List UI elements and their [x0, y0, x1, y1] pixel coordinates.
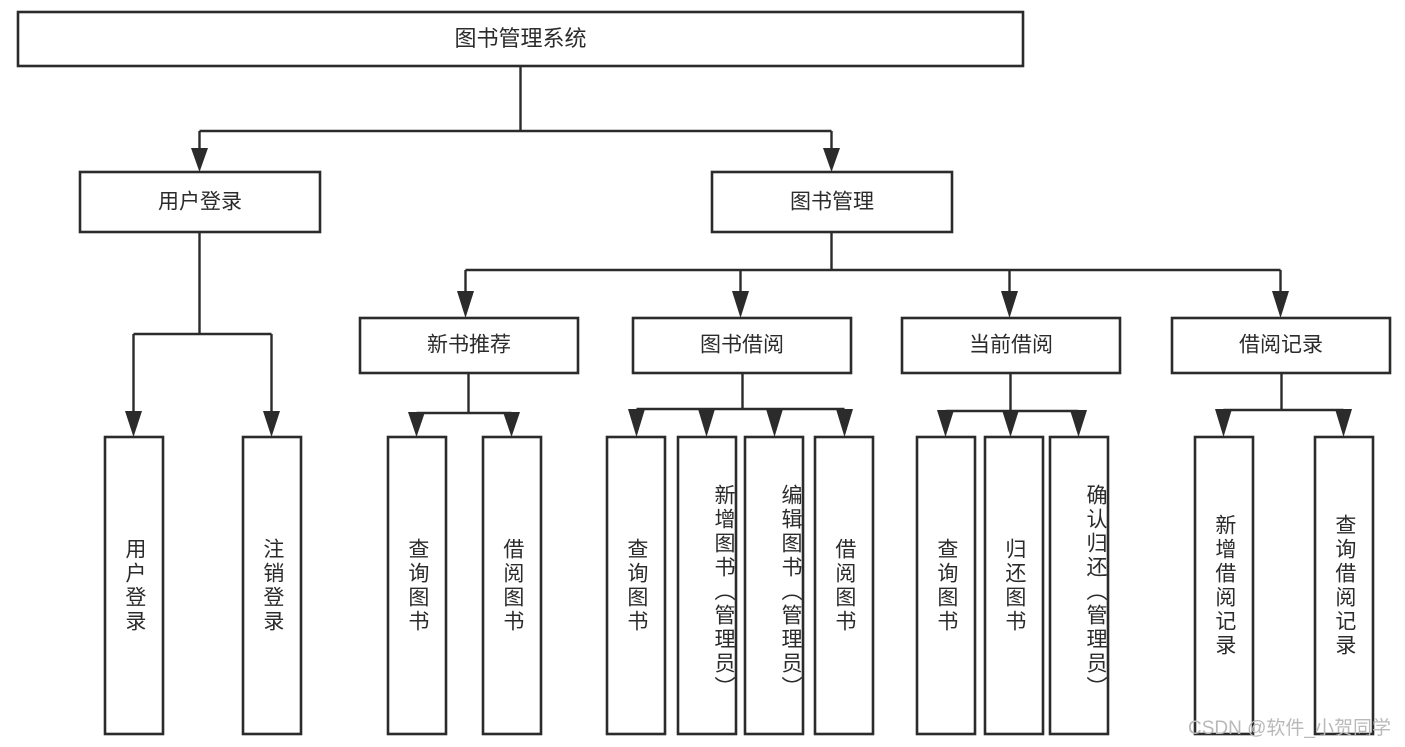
- node-leaf-borrow-book[interactable]: [813, 435, 875, 736]
- node-root-label: 图书管理系统: [454, 26, 586, 51]
- arrow-head-leaf-query-book-2: [628, 409, 645, 437]
- arrow-head-leaf-borrow-book-1: [503, 412, 520, 437]
- node-leaf-query-book-borrow[interactable]: [605, 435, 667, 736]
- arrow-head-leaf-query-record: [1335, 409, 1352, 437]
- node-leaf-logout[interactable]: [241, 435, 303, 736]
- node-borrow-record[interactable]: [1170, 316, 1392, 375]
- node-book-borrow-label: 图书借阅: [700, 334, 784, 357]
- arrow-head-leaf-logout: [263, 411, 280, 437]
- node-leaf-query-book-current[interactable]: [915, 435, 977, 736]
- node-leaf-user-login[interactable]: [103, 435, 165, 736]
- arrow-head-leaf-user-login: [125, 411, 142, 437]
- node-root-book-management-system[interactable]: [16, 10, 1025, 68]
- arrow-head-leaf-confirm-return: [1070, 410, 1087, 437]
- node-leaf-add-book-admin[interactable]: [676, 435, 738, 736]
- connector-layer: [125, 66, 1352, 437]
- arrow-head-current-borrow: [1001, 291, 1018, 318]
- node-layer: 图书管理系统 用户登录 图书管理 新书推荐 图书借阅 当前借阅 借阅记录: [16, 10, 1392, 736]
- node-user-login-label: 用户登录: [158, 191, 242, 214]
- node-leaf-return-book[interactable]: [983, 435, 1045, 736]
- node-leaf-confirm-return-admin[interactable]: [1048, 435, 1110, 736]
- arrow-head-leaf-query-book-3: [937, 410, 954, 437]
- arrow-head-borrow-record: [1272, 291, 1289, 318]
- node-leaf-query-book-newbook[interactable]: [386, 435, 448, 736]
- node-borrow-record-label: 借阅记录: [1239, 334, 1323, 357]
- node-book-borrow[interactable]: [631, 316, 853, 375]
- arrow-head-book-borrow: [732, 291, 749, 318]
- arrow-head-leaf-add-record: [1215, 409, 1232, 437]
- node-leaf-query-borrow-record[interactable]: [1313, 435, 1375, 736]
- arrow-head-leaf-add-book: [698, 409, 715, 437]
- node-current-borrow[interactable]: [900, 316, 1122, 375]
- arrow-head-leaf-edit-book: [766, 409, 783, 437]
- node-current-borrow-label: 当前借阅: [969, 334, 1053, 357]
- arrow-head-new-book-rec: [457, 291, 474, 318]
- node-new-book-recommend[interactable]: [358, 316, 580, 375]
- node-leaf-borrow-book-newbook[interactable]: [481, 435, 543, 736]
- node-leaf-add-borrow-record[interactable]: [1193, 435, 1255, 736]
- node-book-management-label: 图书管理: [790, 191, 874, 214]
- node-leaf-edit-book-admin[interactable]: [743, 435, 805, 736]
- node-new-book-recommend-label: 新书推荐: [427, 334, 511, 357]
- watermark-text: CSDN @软件_小贺同学: [1188, 718, 1391, 739]
- node-book-management[interactable]: [710, 170, 954, 234]
- arrow-head-leaf-return-book: [1002, 410, 1019, 437]
- arrow-head-leaf-query-book-1: [408, 412, 425, 437]
- node-user-login[interactable]: [78, 170, 322, 234]
- arrow-head-user-login: [191, 148, 208, 172]
- arrow-head-leaf-borrow-book-2: [836, 409, 853, 437]
- arrow-head-book-mgmt: [823, 148, 840, 172]
